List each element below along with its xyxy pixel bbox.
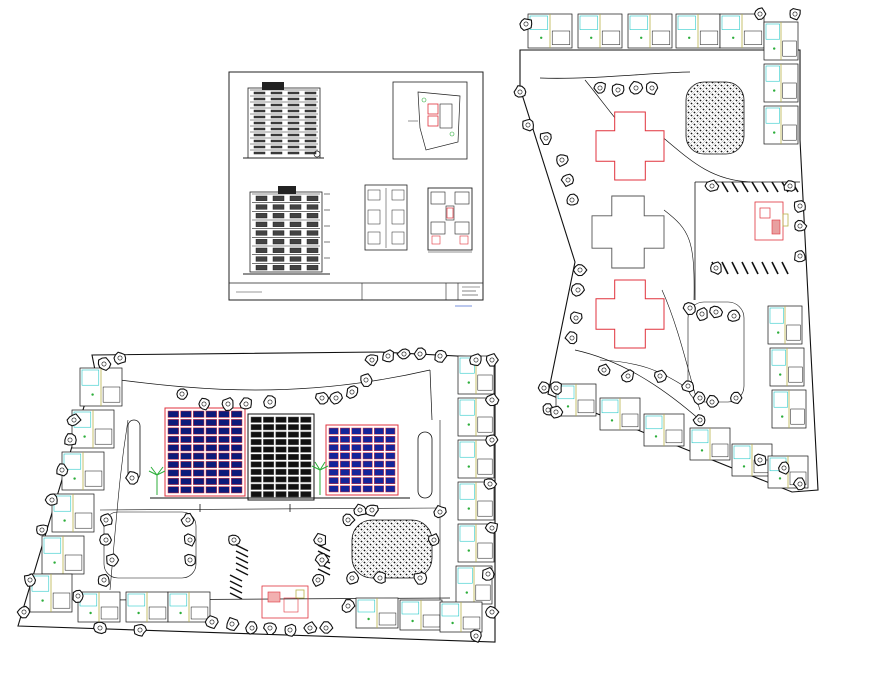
unit-floor-plan-left xyxy=(364,184,408,251)
tower-elevation-front xyxy=(243,82,324,159)
club-house-right xyxy=(754,201,789,241)
parking-stalls-left xyxy=(229,544,331,600)
key-plan xyxy=(392,81,468,160)
site-plan-right xyxy=(519,49,819,493)
trees xyxy=(16,7,808,643)
unit-floor-plan-right xyxy=(427,187,473,253)
tower-elevation-side xyxy=(243,186,330,275)
row-house-units xyxy=(29,13,809,633)
tower-elevations-left xyxy=(148,407,410,512)
site-plan-left xyxy=(17,351,496,643)
plaza-hatch-right xyxy=(685,81,745,155)
title-sheet xyxy=(228,71,484,307)
club-house-left xyxy=(261,585,309,619)
plaza-hatch-left xyxy=(351,519,433,579)
tower-footprints-right xyxy=(591,111,665,349)
parking-stalls-right xyxy=(711,181,799,275)
